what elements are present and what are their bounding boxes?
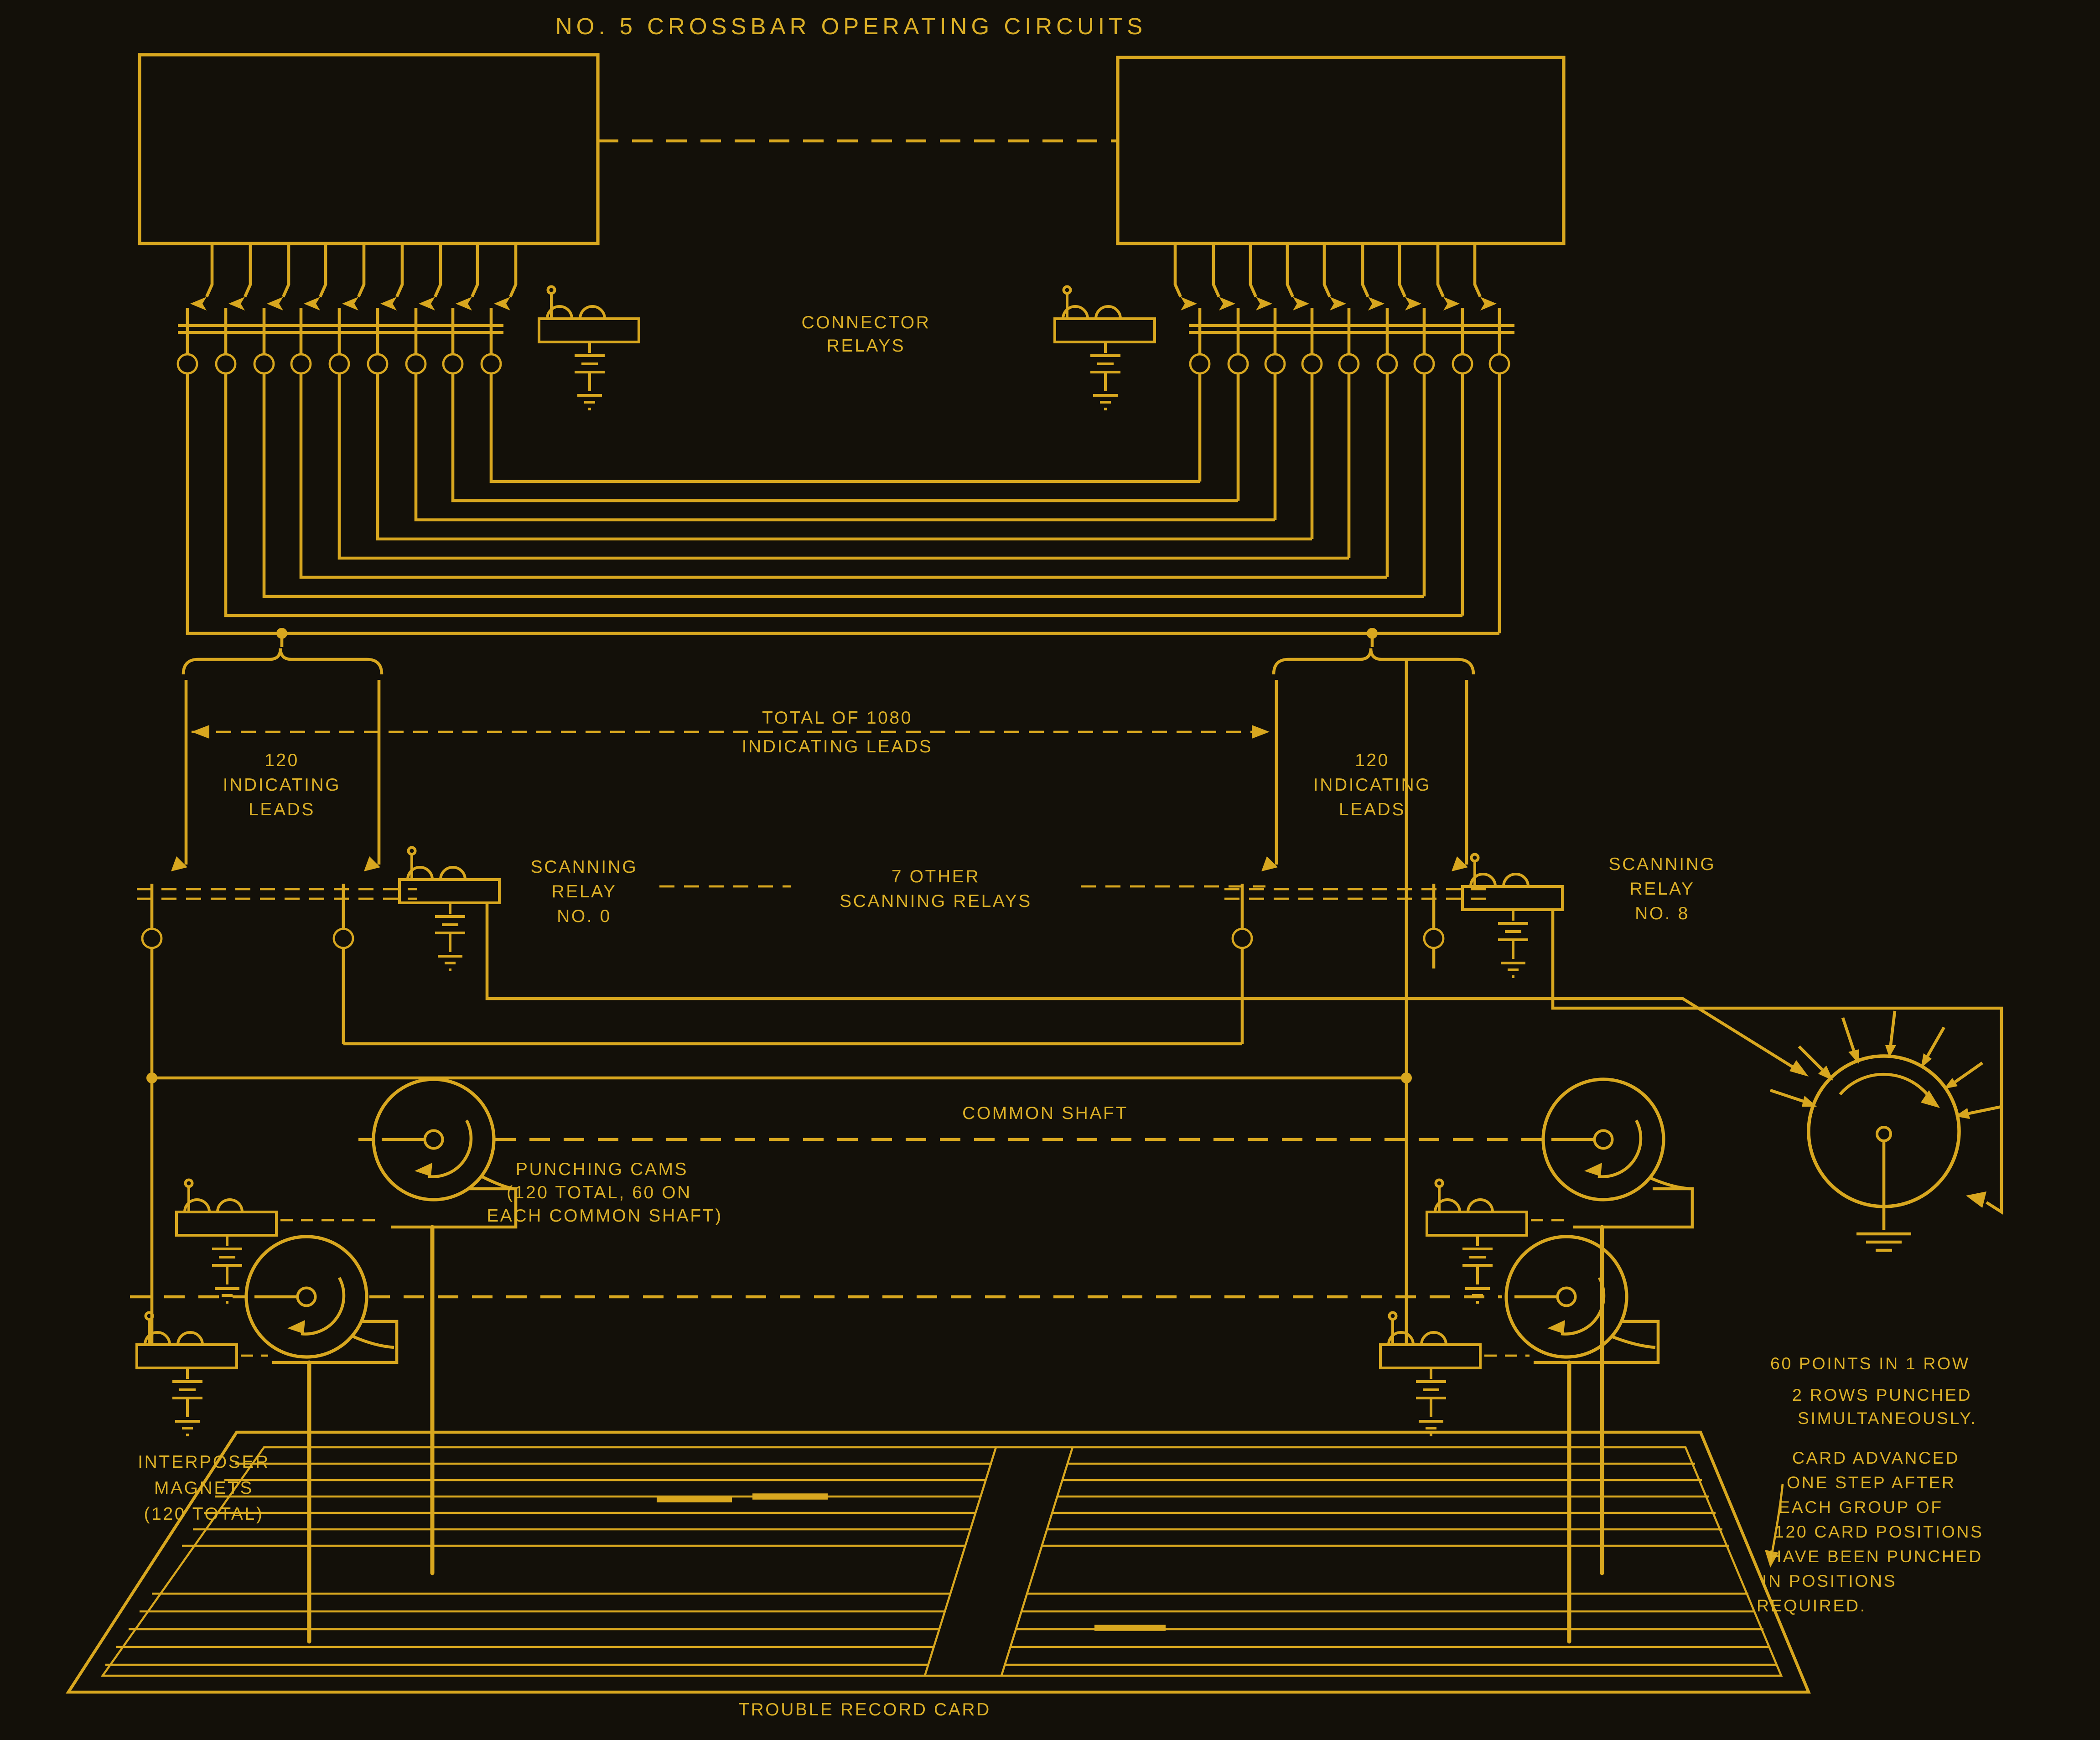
right-bundle-label-3: LEADS: [1339, 800, 1405, 819]
other-relays-label-2: SCANNING RELAYS: [840, 891, 1032, 911]
diagram-title: NO. 5 CROSSBAR OPERATING CIRCUITS: [555, 13, 1146, 39]
scanning-relay-8-label-1: SCANNING: [1609, 854, 1716, 874]
bundle-braces: [171, 648, 1475, 871]
note-line-6: EACH GROUP OF: [1779, 1497, 1943, 1517]
right-box-leads: [1173, 243, 1497, 311]
card-advance-arrow: [1765, 1484, 1784, 1568]
punching-cam-lower-right: [1504, 1235, 1660, 1364]
note-line-3: SIMULTANEOUSLY.: [1798, 1409, 1977, 1428]
left-bundle-label-3: LEADS: [249, 800, 315, 819]
note-line-4: CARD ADVANCED: [1792, 1448, 1960, 1467]
rotary-stepper: [1769, 1010, 2002, 1252]
connector-relays-label-1: CONNECTOR: [801, 313, 930, 332]
trouble-record-card: [65, 1430, 1811, 1694]
scanning-relay-0-label-3: NO. 0: [557, 906, 612, 926]
interconnect-buses: [146, 661, 1412, 1345]
interposer-magnet-lower-right: [1380, 1313, 1480, 1435]
stepper-leads: [485, 903, 2003, 1215]
note-line-5: ONE STEP AFTER: [1787, 1473, 1956, 1492]
left-box-leads: [190, 243, 518, 311]
magnet-links: [241, 1219, 1568, 1357]
other-relays-label-1: 7 OTHER: [892, 867, 980, 886]
punching-cam-upper-right: [1541, 1077, 1694, 1229]
punching-cams-label-1: PUNCHING CAMS: [516, 1160, 688, 1179]
interposer-label-2: MAGNETS: [154, 1478, 254, 1498]
dimension-line: [192, 725, 1270, 739]
bundle-contact-buses: [137, 884, 1491, 1078]
scanning-relay-8-label-3: NO. 8: [1635, 904, 1690, 923]
note-line-1: 60 POINTS IN 1 ROW: [1770, 1354, 1970, 1373]
total-leads-label-2: INDICATING LEADS: [742, 737, 933, 756]
note-line-8: HAVE BEEN PUNCHED: [1769, 1547, 1983, 1566]
note-line-10: REQUIRED.: [1757, 1596, 1867, 1615]
note-line-7: 120 CARD POSITIONS: [1774, 1522, 1984, 1541]
note-line-2: 2 ROWS PUNCHED: [1792, 1385, 1972, 1404]
trouble-record-card-label: TROUBLE RECORD CARD: [738, 1700, 991, 1719]
scanning-relay-0: [399, 848, 499, 970]
note-line-9: IN POSITIONS: [1762, 1571, 1897, 1590]
indicating-lead-weave: [176, 308, 1510, 647]
scanning-relay-8: [1462, 854, 1562, 977]
punching-cam-upper-left: [372, 1077, 518, 1229]
punching-cams-label-3: EACH COMMON SHAFT): [487, 1206, 723, 1226]
connector-relay-left: [539, 287, 639, 409]
operating-circuit-boxes: [138, 53, 1566, 245]
punch-pins: [307, 1225, 1604, 1644]
left-bundle-label-2: INDICATING: [223, 775, 341, 795]
interposer-label-1: INTERPOSER: [138, 1452, 270, 1472]
punching-cam-lower-left: [244, 1235, 399, 1364]
common-shaft-label: COMMON SHAFT: [962, 1103, 1128, 1123]
scanning-relay-0-label-2: RELAY: [552, 882, 617, 901]
right-bundle-label-1: 120: [1355, 751, 1390, 770]
connector-relays-label-2: RELAYS: [827, 336, 906, 356]
left-bundle-label-1: 120: [264, 751, 299, 770]
right-bundle-label-2: INDICATING: [1313, 775, 1431, 795]
connector-relay-right: [1055, 287, 1155, 409]
total-leads-label-1: TOTAL OF 1080: [762, 708, 913, 728]
punching-cams-label-2: (120 TOTAL, 60 ON: [507, 1183, 692, 1202]
scanning-relay-8-label-2: RELAY: [1630, 879, 1695, 899]
interposer-label-3: (120 TOTAL): [144, 1504, 264, 1524]
scanning-relay-0-label-1: SCANNING: [531, 857, 638, 877]
